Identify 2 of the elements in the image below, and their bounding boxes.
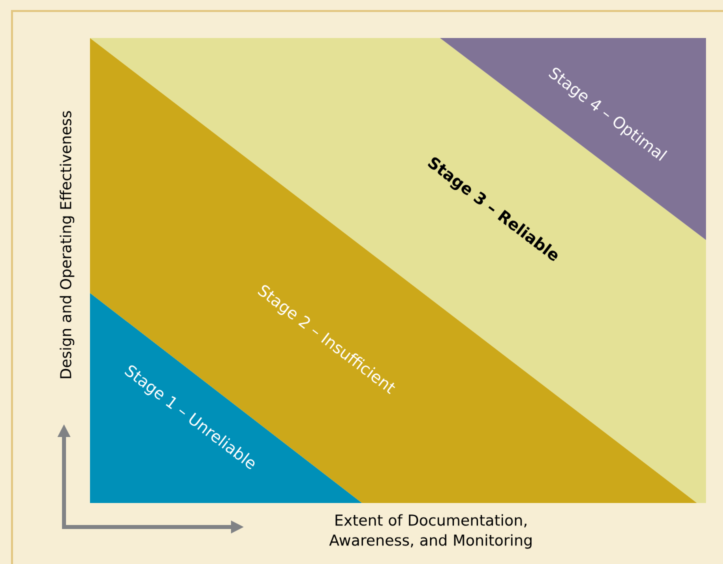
axis-label: Design and Operating Effectiveness [60,111,74,378]
axis-label: Extent of Documentation, Awareness, and Monitoring [329,514,532,549]
